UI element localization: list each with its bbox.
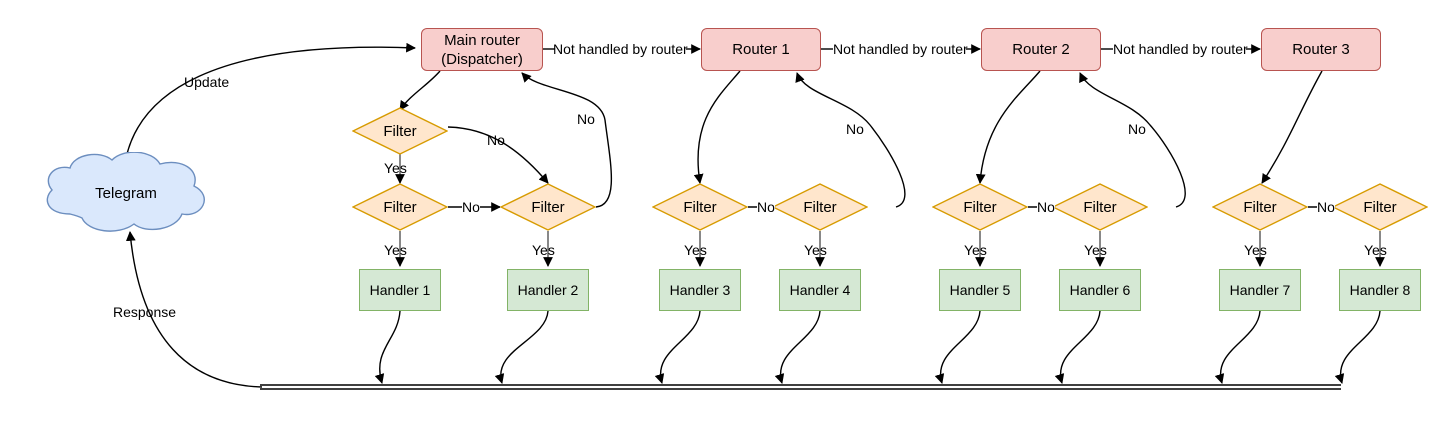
node-handler-7[interactable]: Handler 7: [1219, 269, 1301, 311]
edge-label-update: Update: [184, 74, 230, 90]
node-filter-h[interactable]: Filter: [1052, 183, 1148, 231]
edge-filter-h-no-back: [1079, 72, 1186, 208]
edge-label-yes-3: Yes: [532, 242, 555, 258]
edge-label-no-7: No: [1037, 199, 1055, 215]
edge-update: [125, 42, 416, 159]
edge-handler-1-bus: [374, 310, 401, 384]
edge-label-yes-7: Yes: [1084, 242, 1107, 258]
edge-label-not-handled-3: Not handled by router: [1113, 41, 1248, 57]
edge-label-yes-2: Yes: [384, 242, 407, 258]
edge-label-yes-4: Yes: [684, 242, 707, 258]
filter-a-label: Filter: [383, 122, 417, 140]
node-filter-a[interactable]: Filter: [352, 107, 448, 155]
diamond-icon: [772, 183, 868, 231]
node-filter-f[interactable]: Filter: [772, 183, 868, 231]
filter-i-label: Filter: [1243, 198, 1277, 216]
node-filter-d[interactable]: Filter: [500, 183, 596, 231]
edge-label-no-5: No: [757, 199, 775, 215]
diamond-icon: [1052, 183, 1148, 231]
edge-label-not-handled-2: Not handled by router: [833, 41, 968, 57]
edge-label-response: Response: [113, 304, 177, 320]
filter-d-label: Filter: [531, 198, 565, 216]
edge-handler-5-bus: [934, 310, 981, 384]
handler-3-label: Handler 3: [669, 282, 731, 298]
node-filter-i[interactable]: Filter: [1212, 183, 1308, 231]
router-1-label: Router 1: [732, 41, 790, 58]
filter-j-label: Filter: [1363, 198, 1397, 216]
edge-filter-a-no: [447, 126, 549, 184]
node-filter-j[interactable]: Filter: [1332, 183, 1428, 231]
edge-handler-3-bus: [654, 310, 701, 384]
edge-label-yes-6: Yes: [964, 242, 987, 258]
handler-1-label: Handler 1: [369, 282, 431, 298]
main-router-label-line1: Main router: [444, 31, 520, 49]
edge-label-not-handled-1: Not handled by router: [553, 41, 688, 57]
collector-bus: [260, 384, 1341, 390]
edge-label-yes-5: Yes: [804, 242, 827, 258]
router-3-label: Router 3: [1292, 41, 1350, 58]
filter-c-label: Filter: [383, 198, 417, 216]
node-filter-c[interactable]: Filter: [352, 183, 448, 231]
diamond-icon: [1332, 183, 1428, 231]
handler-5-label: Handler 5: [949, 282, 1011, 298]
edge-label-no-6: No: [1128, 121, 1146, 137]
main-router-label-line2: (Dispatcher): [441, 50, 523, 68]
diamond-icon: [352, 183, 448, 231]
edge-router1-filter-e: [693, 70, 741, 184]
node-router-2[interactable]: Router 2: [981, 28, 1101, 71]
diamond-icon: [352, 107, 448, 155]
edge-handler-7-bus: [1214, 310, 1261, 384]
node-router-1[interactable]: Router 1: [701, 28, 821, 71]
edge-filter-d-no-back: [521, 72, 613, 208]
edge-label-no-1: No: [487, 132, 505, 148]
filter-e-label: Filter: [683, 198, 717, 216]
handler-8-label: Handler 8: [1349, 282, 1411, 298]
edge-label-yes-1: Yes: [384, 160, 407, 176]
handler-6-label: Handler 6: [1069, 282, 1131, 298]
node-filter-g[interactable]: Filter: [932, 183, 1028, 231]
cloud-icon: [46, 151, 205, 232]
diamond-icon: [932, 183, 1028, 231]
edge-router3-filter-i: [1261, 70, 1323, 184]
handler-4-label: Handler 4: [789, 282, 851, 298]
node-handler-6[interactable]: Handler 6: [1059, 269, 1141, 311]
edge-handler-2-bus: [494, 310, 549, 384]
edge-label-yes-9: Yes: [1364, 242, 1387, 258]
filter-f-label: Filter: [803, 198, 837, 216]
edge-handler-6-bus: [1054, 310, 1101, 384]
node-handler-2[interactable]: Handler 2: [507, 269, 589, 311]
edge-label-no-2: No: [577, 111, 595, 127]
node-handler-4[interactable]: Handler 4: [779, 269, 861, 311]
diamond-icon: [652, 183, 748, 231]
telegram-cloud[interactable]: Telegram: [42, 151, 210, 234]
edge-response: [125, 231, 263, 388]
edge-label-no-8: No: [1317, 199, 1335, 215]
node-handler-8[interactable]: Handler 8: [1339, 269, 1421, 311]
diamond-icon: [1212, 183, 1308, 231]
filter-g-label: Filter: [963, 198, 997, 216]
node-handler-3[interactable]: Handler 3: [659, 269, 741, 311]
edge-label-no-3: No: [462, 199, 480, 215]
handler-7-label: Handler 7: [1229, 282, 1291, 298]
node-router-3[interactable]: Router 3: [1261, 28, 1381, 71]
edge-label-yes-8: Yes: [1244, 242, 1267, 258]
node-handler-5[interactable]: Handler 5: [939, 269, 1021, 311]
handler-2-label: Handler 2: [517, 282, 579, 298]
router-2-label: Router 2: [1012, 41, 1070, 58]
node-handler-1[interactable]: Handler 1: [359, 269, 441, 311]
node-main-router[interactable]: Main router (Dispatcher): [421, 28, 543, 71]
edge-filter-f-no-back: [795, 72, 906, 208]
telegram-label: Telegram: [95, 184, 157, 202]
edge-router2-filter-g: [975, 70, 1041, 184]
edge-label-no-4: No: [846, 121, 864, 137]
edge-handler-4-bus: [774, 310, 821, 384]
edge-handler-8-bus: [1334, 310, 1381, 384]
node-filter-e[interactable]: Filter: [652, 183, 748, 231]
filter-h-label: Filter: [1083, 198, 1117, 216]
diamond-icon: [500, 183, 596, 231]
edge-mainrouter-filter-a: [399, 70, 441, 111]
